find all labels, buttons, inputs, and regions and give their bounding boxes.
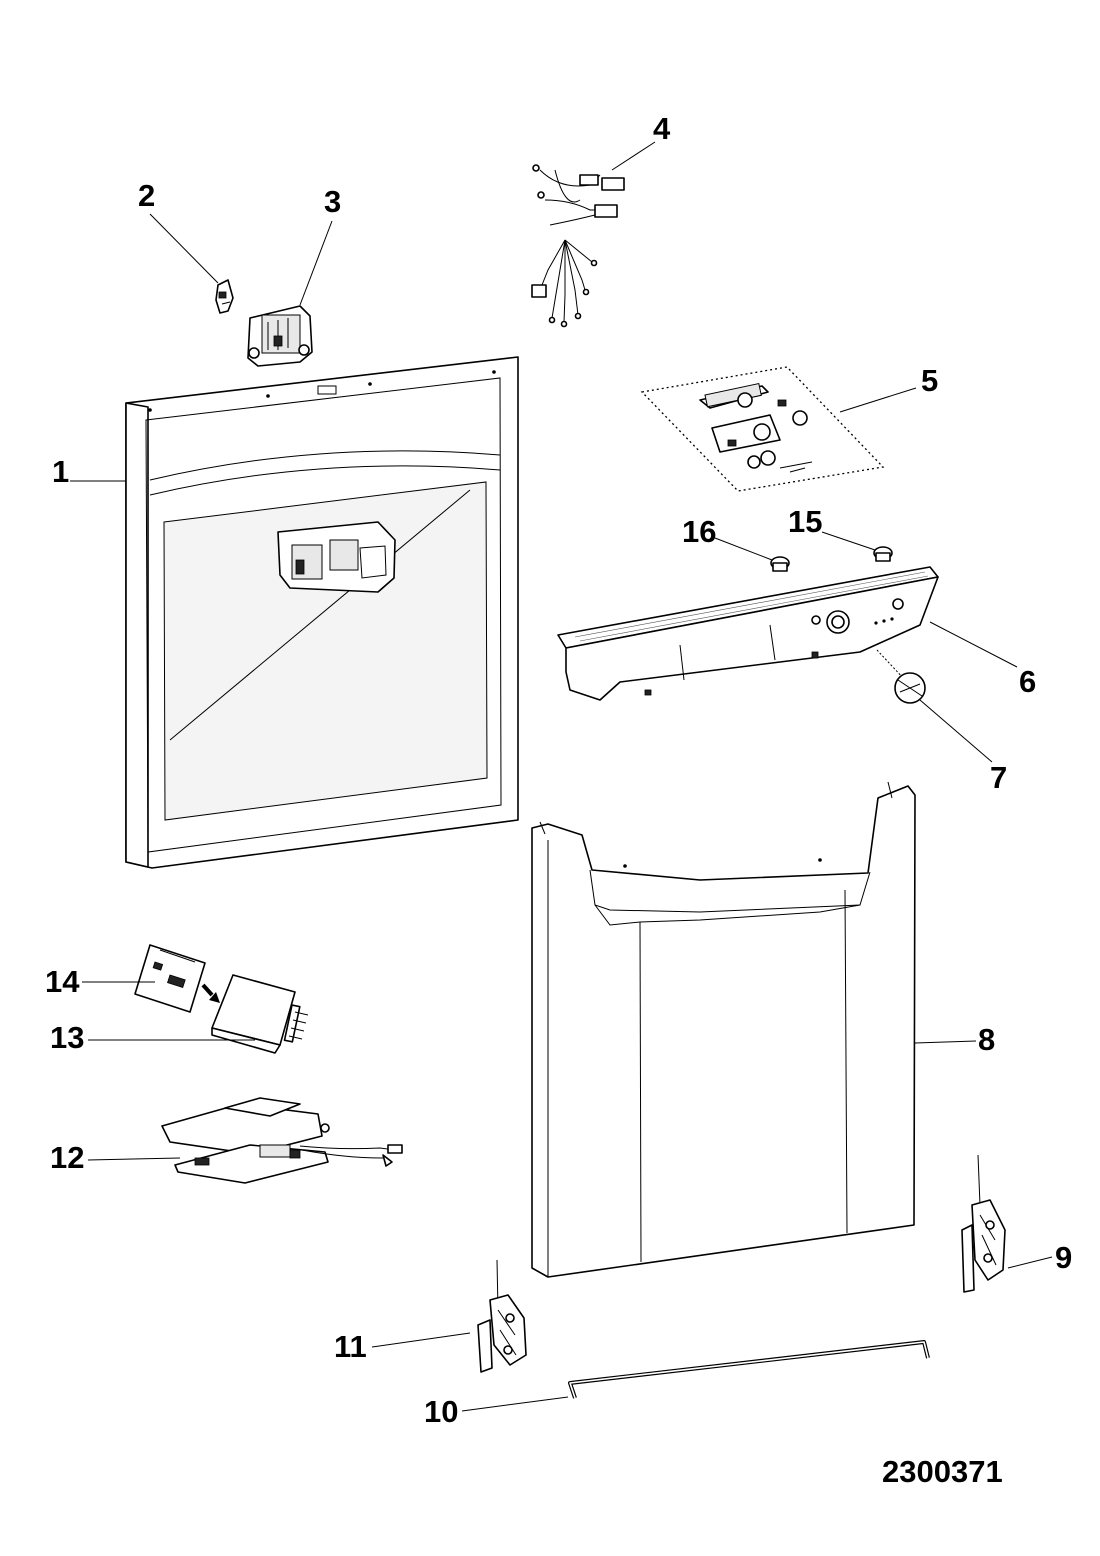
part-9-hinge [961, 1154, 1006, 1293]
part-6-control-panel [557, 566, 939, 701]
part-3-door-lock [247, 305, 313, 367]
callout-6: 6 [1019, 664, 1036, 699]
callout-labels: 1 2 3 4 5 16 15 6 7 8 14 13 12 9 11 10 [45, 111, 1072, 1429]
callout-2: 2 [138, 178, 155, 213]
part-14-label [134, 944, 206, 1013]
callout-8: 8 [978, 1022, 995, 1057]
callout-14: 14 [45, 964, 80, 999]
callout-11: 11 [334, 1329, 367, 1364]
callout-5: 5 [921, 363, 938, 398]
part-2-clip [215, 279, 234, 314]
callout-16: 16 [682, 514, 716, 549]
callout-1: 1 [52, 454, 69, 489]
part-10-rod [568, 1340, 930, 1399]
part-7-knob [876, 649, 926, 704]
leader-lines [70, 141, 1053, 1412]
callout-15: 15 [788, 504, 822, 539]
diagram-id-number: 2300371 [882, 1454, 1003, 1489]
part-11-hinge [477, 1259, 527, 1373]
part-4-wiring-harness [531, 164, 625, 328]
part-5-electronic-board [640, 366, 885, 492]
part-15-button [873, 546, 893, 562]
callout-4: 4 [653, 111, 671, 146]
callout-7: 7 [990, 760, 1007, 795]
callout-10: 10 [424, 1394, 458, 1429]
callout-12: 12 [50, 1140, 84, 1175]
part-1-inner-door-panel [125, 356, 519, 869]
part-8-outer-door-panel [531, 781, 916, 1278]
callout-13: 13 [50, 1020, 84, 1055]
callout-3: 3 [324, 184, 341, 219]
arrow-icon [201, 983, 220, 1003]
callout-9: 9 [1055, 1240, 1072, 1275]
part-13-relay-box [211, 974, 309, 1054]
part-12-pcb-module [161, 1097, 403, 1184]
part-16-button [770, 556, 790, 572]
